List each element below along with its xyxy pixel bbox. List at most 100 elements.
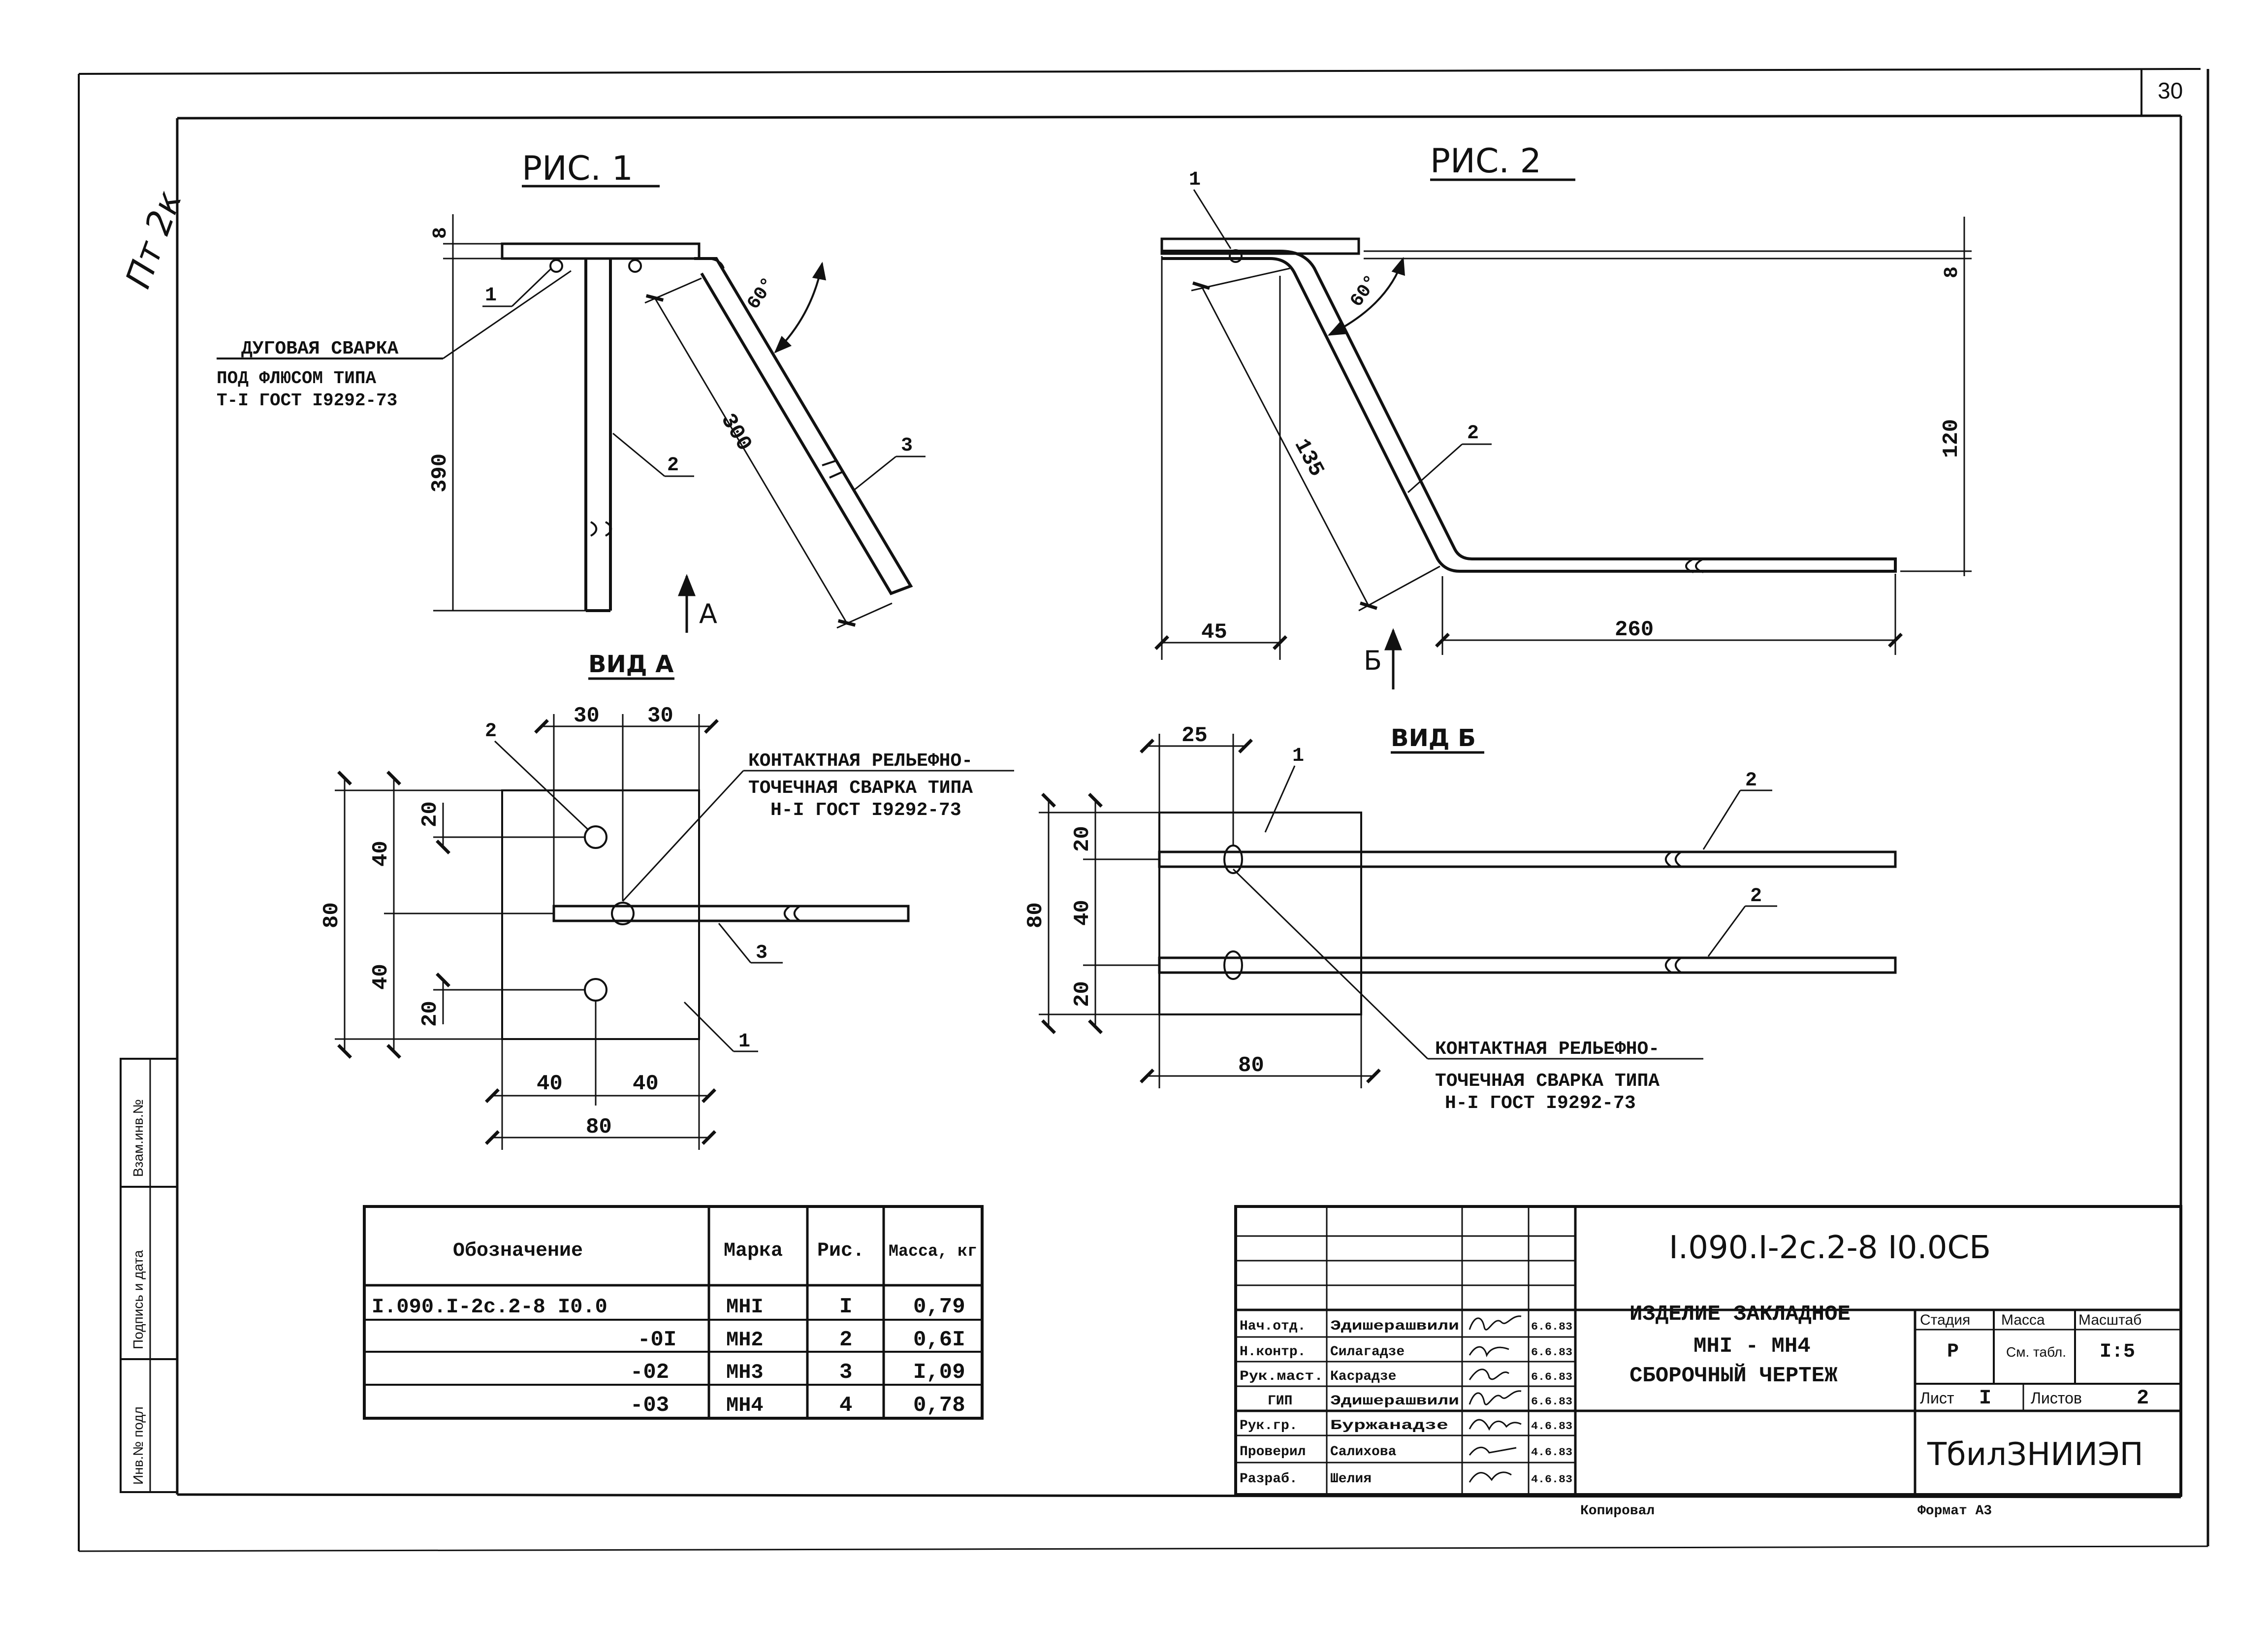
stamp-orig-inv: Инв.№ подл	[130, 1406, 146, 1485]
sheet-frame	[78, 68, 2209, 1552]
staff-role-7: Разраб.	[1240, 1471, 1298, 1487]
view-a-title: ВИД А	[588, 651, 673, 678]
view-a-dim-bot2: 40	[633, 1072, 659, 1096]
view-a-dim-bot-total: 80	[586, 1115, 612, 1140]
figure-1: РИС. 1 8 390 300 60° ДУГОВАЯ СВАРКА ПОД …	[217, 149, 926, 633]
staff-role-3: Рук.маст.	[1240, 1369, 1323, 1384]
staff-date-1: 6.6.83	[1531, 1321, 1572, 1333]
staff-name-3: Касрадзе	[1330, 1369, 1396, 1384]
view-b-dim-bottom: 80	[1238, 1053, 1264, 1078]
fig1-callout-3: 3	[901, 435, 913, 457]
view-a-callout-3: 3	[756, 942, 767, 964]
spec-header-mark: Марка	[724, 1240, 783, 1262]
scale-label: Масштаб	[2078, 1312, 2141, 1328]
view-b-dim-20a: 20	[1070, 826, 1095, 852]
staff-name-2: Силагадзе	[1330, 1344, 1405, 1360]
view-a-dim-top2: 30	[647, 704, 673, 728]
staff-role-2: Н.контр.	[1240, 1344, 1306, 1360]
organization-name: ТбилЗНИИЭП	[1927, 1436, 2143, 1473]
table-row-2-fig: 2	[839, 1328, 852, 1352]
view-b-dim-80: 80	[1023, 902, 1048, 928]
staff-role-4: ГИП	[1268, 1394, 1292, 1409]
scale-value: I:5	[2100, 1341, 2135, 1363]
staff-name-7: Шелия	[1330, 1471, 1372, 1487]
figure-2-title: РИС. 2	[1430, 142, 1541, 181]
view-b-weld-line2: ТОЧЕЧНАЯ СВАРКА ТИПА	[1435, 1071, 1660, 1092]
staff-name-5: Буржанадзе	[1330, 1418, 1448, 1434]
table-row-4-mark: МН4	[726, 1394, 764, 1417]
mass-label: Масса	[2001, 1312, 2045, 1328]
fig2-dim-length: 135	[1289, 435, 1329, 481]
signatures	[1469, 1315, 1522, 1483]
staff-name-4: Эдишерашвили	[1330, 1394, 1459, 1409]
view-a: ВИД А 30 30 80 40 40 20 20	[319, 651, 1014, 1150]
table-row-2-designation: -0I	[638, 1328, 676, 1352]
view-b-weld-line1: КОНТАКТНАЯ РЕЛЬЕФНО-	[1435, 1039, 1660, 1060]
table-row-3-mass: I,09	[913, 1360, 965, 1385]
title-block: I.090.I-2с.2-8 I0.0СБ ИЗДЕЛИЕ ЗАКЛАДНОЕ …	[1234, 1205, 2182, 1496]
staff-name-1: Эдишерашвили	[1330, 1319, 1459, 1334]
fig1-callout-2: 2	[667, 455, 679, 477]
view-b-callout-1: 1	[1292, 745, 1304, 767]
view-a-callout-2: 2	[485, 720, 497, 743]
product-name-line1: ИЗДЕЛИЕ ЗАКЛАДНОЕ	[1629, 1302, 1851, 1327]
figure-2: РИС. 2 8 120 135 60° 45 260 1 2	[1154, 142, 1972, 689]
staff-date-6: 4.6.83	[1531, 1446, 1572, 1459]
staff-date-5: 4.6.83	[1531, 1420, 1572, 1433]
fig1-dim-angle: 60°	[743, 274, 780, 314]
staff-date-4: 6.6.83	[1531, 1396, 1572, 1408]
product-name-line3: СБОРОЧНЫЙ ЧЕРТЕЖ	[1629, 1363, 1838, 1388]
table-row-4-mass: 0,78	[913, 1393, 965, 1418]
view-a-dim-top1: 30	[574, 704, 600, 728]
page-number: 30	[2158, 78, 2183, 103]
view-a-weld-line3: Н-I ГОСТ I9292-73	[770, 800, 961, 821]
sheet-label: Лист	[1920, 1389, 1954, 1407]
staff-date-3: 6.6.83	[1531, 1371, 1572, 1383]
view-a-weld-line2: ТОЧЕЧНАЯ СВАРКА ТИПА	[748, 778, 973, 799]
view-a-dim-20a: 20	[418, 801, 443, 827]
spec-header-mass: Масса, кг	[889, 1242, 977, 1261]
fig2-callout-2: 2	[1467, 423, 1479, 445]
mass-value: См. табл.	[2006, 1344, 2066, 1360]
fig1-dim-length: 300	[715, 409, 757, 456]
table-row-1-mass: 0,79	[913, 1295, 965, 1319]
view-b-weld-line3: Н-I ГОСТ I9292-73	[1445, 1093, 1636, 1114]
table-row-3-mark: МН3	[726, 1361, 764, 1384]
fig2-callout-1: 1	[1189, 169, 1201, 191]
copied-label: Копировал	[1580, 1503, 1655, 1519]
view-a-dim-40a: 40	[369, 841, 393, 867]
sheets-label: Листов	[2031, 1389, 2082, 1407]
fig1-weld-line2: ПОД ФЛЮСОМ ТИПА	[217, 368, 376, 389]
view-b-dim-40: 40	[1070, 900, 1095, 926]
view-b-dim-top: 25	[1182, 723, 1208, 748]
stamp-signature-date: Подпись и дата	[130, 1250, 146, 1349]
view-a-callout-1: 1	[738, 1031, 750, 1053]
document-code: I.090.I-2с.2-8 I0.0СБ	[1669, 1230, 1991, 1266]
view-b-callout-2b: 2	[1750, 885, 1762, 908]
fig2-dim-thickness: 8	[1941, 266, 1963, 278]
table-row-1-fig: I	[839, 1295, 852, 1319]
product-name-line2: МНI - МН4	[1693, 1334, 1811, 1359]
fig1-callout-1: 1	[485, 285, 497, 307]
view-a-dim-40b: 40	[369, 964, 393, 990]
stage-value: Р	[1947, 1341, 1959, 1363]
view-a-dim-bot1: 40	[537, 1072, 563, 1096]
stamp-replaced-inv: Взам.инв.№	[130, 1099, 146, 1177]
table-row-4-fig: 4	[839, 1393, 852, 1418]
table-row-3-fig: 3	[839, 1360, 852, 1385]
table-row-1-mark: МНI	[726, 1295, 764, 1319]
fig2-dim-base: 260	[1615, 618, 1654, 642]
staff-name-6: Салихова	[1330, 1444, 1397, 1460]
fig1-view-arrow-label: А	[699, 598, 717, 629]
fig2-dim-angle: 60°	[1346, 271, 1383, 311]
table-row-1-designation: I.090.I-2с.2-8 I0.0	[372, 1295, 607, 1319]
fig1-dim-height: 390	[428, 454, 452, 492]
table-row-2-mark: МН2	[726, 1328, 764, 1352]
sheet-number: I	[1979, 1386, 1991, 1410]
fig1-dim-thickness: 8	[430, 227, 452, 239]
view-a-weld-line1: КОНТАКТНАЯ РЕЛЬЕФНО-	[748, 750, 973, 772]
table-row-4-designation: -03	[630, 1393, 669, 1418]
spec-header-fig: Рис.	[817, 1240, 864, 1262]
view-b: ВИД Б 25 80 20 40 20 80 1 2	[1023, 723, 1897, 1114]
table-row-3-designation: -02	[630, 1360, 669, 1385]
